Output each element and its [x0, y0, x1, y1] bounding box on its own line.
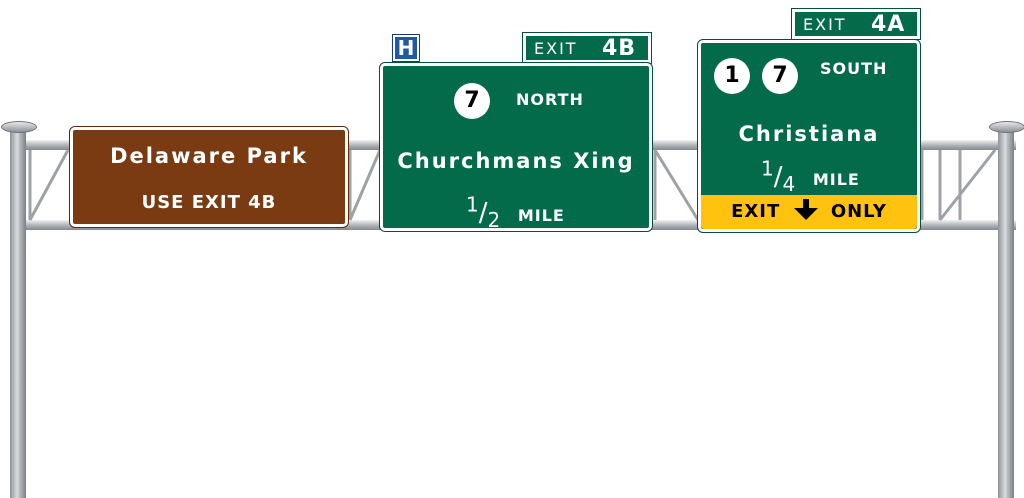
distance-fraction: 1/4	[761, 156, 796, 196]
exit-only-panel: EXIT ONLY	[701, 195, 917, 229]
hospital-icon: H	[392, 34, 420, 62]
route-7-shield: 7	[454, 83, 490, 119]
exit-only-left: EXIT	[731, 201, 781, 222]
sign-subtitle: USE EXIT 4B	[141, 192, 277, 213]
gantry-post-left	[10, 128, 26, 498]
distance-unit: MILE	[517, 205, 565, 225]
exit-tab-4a: EXIT 4A	[791, 8, 921, 40]
route-1-shield: 1	[714, 58, 750, 94]
exit-tab-4b: EXIT 4B	[522, 32, 652, 64]
direction-label: SOUTH	[820, 59, 888, 78]
christiana-sign: 1 7 SOUTH Christiana 1/4 MILE EXIT ONLY	[697, 39, 921, 233]
distance-unit: MILE	[812, 169, 860, 189]
delaware-park-sign: Delaware Park USE EXIT 4B	[69, 126, 349, 228]
exit-tab-number: 4B	[602, 36, 637, 61]
destination-label: Christiana	[738, 122, 880, 146]
gantry-post-right	[998, 128, 1014, 498]
distance-label: 1/2 MILE	[466, 192, 565, 232]
exit-only-right: ONLY	[830, 201, 887, 222]
exit-tab-word: EXIT	[803, 15, 847, 34]
distance-fraction: 1/2	[466, 192, 501, 232]
exit-tab-word: EXIT	[534, 39, 578, 58]
gantry-post-cap-left	[1, 121, 37, 133]
route-7-shield: 7	[762, 58, 798, 94]
direction-label: NORTH	[516, 90, 584, 109]
destination-label: Churchmans Xing	[397, 149, 635, 173]
down-arrow-icon	[793, 199, 818, 220]
churchmans-xing-sign: 7 NORTH Churchmans Xing 1/2 MILE	[379, 62, 653, 232]
sign-title: Delaware Park	[110, 144, 308, 168]
distance-label: 1/4 MILE	[761, 156, 860, 196]
gantry-post-cap-right	[989, 121, 1024, 133]
exit-tab-number: 4A	[871, 12, 906, 37]
